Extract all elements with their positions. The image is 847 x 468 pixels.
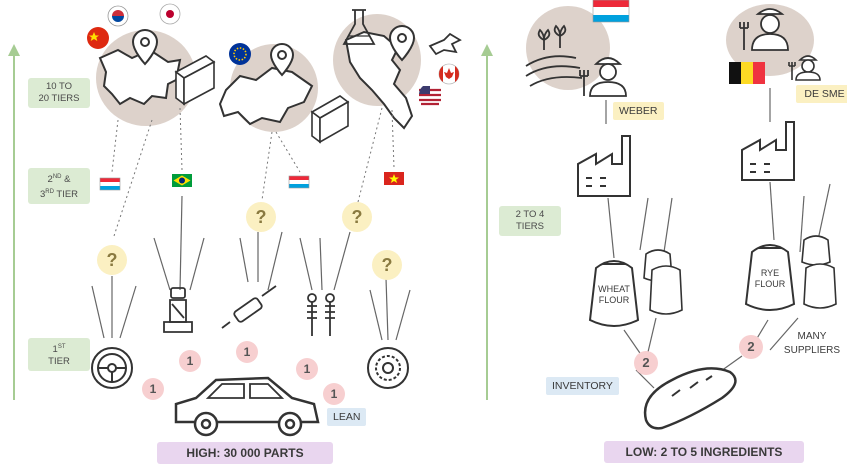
bread-icon xyxy=(643,367,737,430)
location-pin-icon xyxy=(388,24,416,62)
tier-label-line: TIER xyxy=(48,356,70,368)
many-suppliers-line: MANY xyxy=(797,331,827,342)
location-pin-icon xyxy=(131,28,159,66)
sack-label-line: WHEAT xyxy=(598,284,630,294)
tier-label-line: 20 TIERS xyxy=(38,93,80,104)
tier-label-part: 2 xyxy=(47,174,53,186)
factory-icon xyxy=(577,135,631,197)
lab-flask-icon xyxy=(342,9,376,45)
tier-label-part: 3 xyxy=(39,189,46,201)
tier-label-sup: ND xyxy=(52,174,62,180)
flag-vietnam-icon xyxy=(384,172,404,185)
supplier-lines xyxy=(91,195,411,341)
tier1-marker: 1 xyxy=(296,358,318,380)
tier1-marker: 1 xyxy=(323,383,345,405)
question-mark-badge: ? xyxy=(342,202,372,232)
summary-low-ingredients: LOW: 2 TO 5 INGREDIENTS xyxy=(604,441,804,463)
farmer-icon xyxy=(788,55,821,81)
tier-label-sup: RD xyxy=(45,189,54,196)
tier2-marker: 2 xyxy=(634,351,658,375)
field-icon xyxy=(525,24,583,87)
car-icon xyxy=(174,376,320,437)
question-mark-badge: ? xyxy=(97,245,127,275)
inventory-label: INVENTORY xyxy=(546,377,619,395)
supplier-label-weber: WEBER xyxy=(613,102,664,120)
steering-wheel-icon xyxy=(91,347,133,389)
flour-sack-icon xyxy=(588,260,640,327)
location-pin-icon xyxy=(269,42,295,77)
rye-flour-label: RYE FLOUR xyxy=(748,268,792,290)
supplier-label-desme: DE SME xyxy=(796,85,847,103)
tier1-marker: 1 xyxy=(142,378,164,400)
summary-high-parts: HIGH: 30 000 PARTS xyxy=(157,442,333,464)
flag-luxembourg-icon xyxy=(288,175,310,189)
many-suppliers-line: SUPPLIERS xyxy=(783,345,841,356)
tier-label-1st: 1ST TIER xyxy=(28,338,90,372)
wheat-flour-label: WHEAT FLOUR xyxy=(592,284,636,306)
flag-china-icon xyxy=(87,27,109,49)
tier-axis-arrow-left xyxy=(8,44,20,400)
tier-label-line: 2 TO 4 xyxy=(515,209,545,220)
flag-brazil-icon xyxy=(172,174,192,187)
sack-label-line: RYE xyxy=(760,268,780,278)
flour-sack-icon xyxy=(744,244,796,311)
dashed-connector-lines xyxy=(111,107,395,237)
flag-luxembourg-icon xyxy=(592,0,630,23)
flag-canada-icon xyxy=(438,63,460,85)
lean-label: LEAN xyxy=(327,408,367,426)
farmer-icon xyxy=(579,57,627,97)
exhaust-icon xyxy=(221,285,277,329)
tier-label-line: TIERS xyxy=(516,221,544,232)
bird-icon xyxy=(428,32,462,56)
shock-absorber-icon xyxy=(307,293,335,336)
sack-label-line: FLOUR xyxy=(598,295,630,305)
flour-sack-icon xyxy=(643,249,683,315)
flag-usa-icon xyxy=(419,85,441,107)
flag-luxembourg-icon xyxy=(99,177,121,191)
tier1-marker: 1 xyxy=(179,350,201,372)
tier-label-line: 10 TO xyxy=(45,81,73,92)
many-suppliers-label: MANY SUPPLIERS xyxy=(780,330,844,358)
tier-label-part: 1 xyxy=(52,344,58,356)
tier2-marker: 2 xyxy=(739,335,763,359)
tier-label-sup: ST xyxy=(57,344,66,350)
tier-label-2-4: 2 TO 4 TIERS xyxy=(499,206,561,236)
flour-sack-icon xyxy=(801,235,837,309)
question-mark-badge: ? xyxy=(246,202,276,232)
flag-belgium-icon xyxy=(729,62,765,84)
factory-icon xyxy=(741,121,795,181)
car-seat-icon xyxy=(163,287,193,333)
blob-farm-weber xyxy=(526,6,610,90)
flag-south-korea-icon xyxy=(107,5,129,27)
tier-axis-arrow-right xyxy=(481,44,493,400)
question-mark-badge: ? xyxy=(372,250,402,280)
tier-label-part: & xyxy=(61,174,71,186)
sack-label-line: FLOUR xyxy=(754,279,786,289)
steel-beam-icon xyxy=(174,55,216,106)
tier-label-part: TIER xyxy=(53,189,79,201)
farmer-icon xyxy=(739,8,789,51)
map-outline-europe-icon xyxy=(218,66,314,126)
tire-icon xyxy=(367,347,409,389)
tier1-marker: 1 xyxy=(236,341,258,363)
tier-label-2nd-3rd: 2ND & 3RD TIER xyxy=(28,168,90,205)
flag-japan-icon xyxy=(159,3,181,25)
tier-label-10-20: 10 TO 20 TIERS xyxy=(28,78,90,108)
steel-beam-icon xyxy=(310,95,350,144)
flag-european-union-icon xyxy=(229,43,251,65)
